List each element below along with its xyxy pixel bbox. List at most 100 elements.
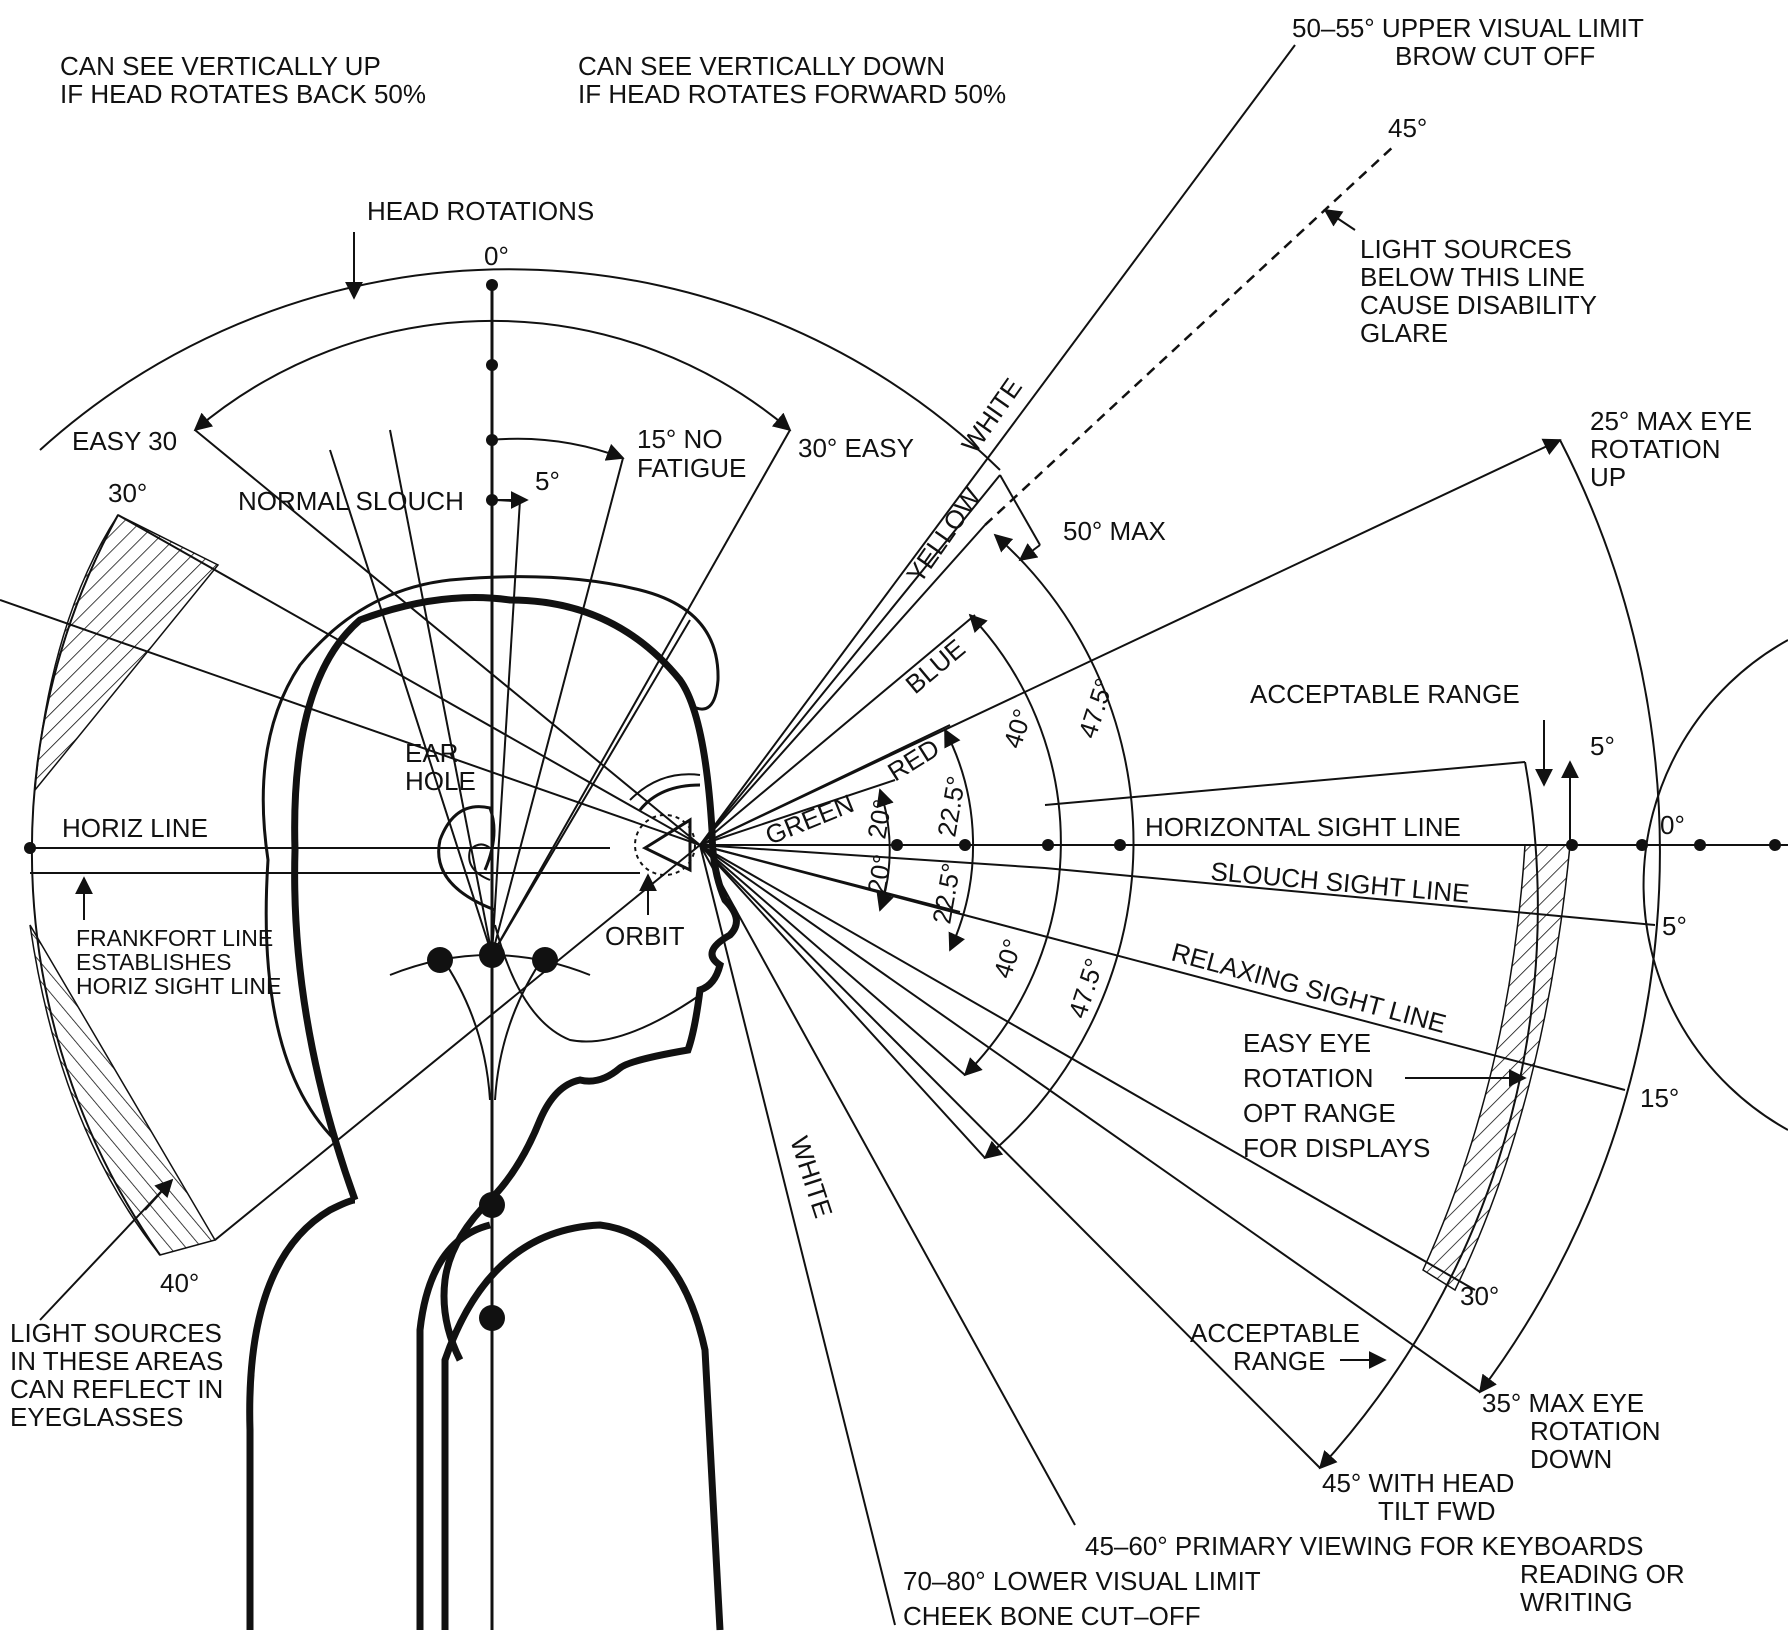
ray-white-up — [699, 474, 1001, 846]
jaw-line — [494, 924, 701, 1043]
upper-limit-tick — [999, 474, 1041, 546]
easy-eye-line-1: EASY EYE — [1243, 1028, 1371, 1058]
dot-shoulder — [479, 1192, 505, 1218]
acceptable-top: ACCEPTABLE RANGE — [1250, 679, 1520, 709]
dot-neck-center — [479, 942, 505, 968]
outer-head-arc — [39, 268, 1001, 471]
arc-20 — [876, 788, 894, 912]
head-silhouette — [246, 285, 791, 1631]
dot-h-8 — [1769, 839, 1781, 851]
deg-22-up: 22.5° — [931, 774, 971, 839]
easy30-left: EASY 30 — [72, 426, 177, 456]
torso-outline — [246, 1196, 356, 1630]
reflect-line-4: EYEGLASSES — [10, 1402, 183, 1432]
easy-eye-line-3: OPT RANGE — [1243, 1098, 1396, 1128]
dot-top-1 — [486, 359, 498, 371]
ear-label-line-2: HOLE — [405, 766, 476, 796]
max-down-line-2: ROTATION — [1530, 1416, 1660, 1446]
deg-5-up: 5° — [1590, 731, 1615, 761]
easy30-right: 30° EASY — [798, 433, 914, 463]
dot-h-1 — [891, 839, 903, 851]
ray-left-horizontal — [0, 599, 701, 846]
outer-left-arc — [30, 514, 161, 1256]
max-up-line-3: UP — [1590, 462, 1626, 492]
deg-0-right: 0° — [1660, 810, 1685, 840]
lower-limit-line-2: CHEEK BONE CUT–OFF — [903, 1601, 1201, 1631]
ray-47-down — [699, 844, 986, 1159]
reflect-line-1: LIGHT SOURCES — [10, 1318, 222, 1348]
dot-neck-left — [427, 947, 453, 973]
slouch-sight-label: SLOUCH SIGHT LINE — [1209, 856, 1470, 909]
deg-5-head: 5° — [535, 466, 560, 496]
lower-limit-line-1: 70–80° LOWER VISUAL LIMIT — [903, 1566, 1261, 1596]
frankfort-line-2: ESTABLISHES — [76, 949, 232, 975]
ear — [437, 805, 496, 912]
max-down-line-3: DOWN — [1530, 1444, 1612, 1474]
deg-20-up: 20° — [861, 797, 897, 841]
upper-limit-line-2: BROW CUT OFF — [1395, 41, 1595, 71]
no-fatigue-line-1: 15° NO — [637, 424, 723, 454]
ray-acceptable-up — [1044, 761, 1526, 806]
dot-chest — [479, 1305, 505, 1331]
blue-label: BLUE — [900, 633, 971, 700]
dot-top-3 — [486, 494, 498, 506]
ray-35-down — [699, 844, 1481, 1393]
primary-line-1: 45–60° PRIMARY VIEWING FOR KEYBOARDS — [1085, 1531, 1644, 1561]
ray-30-down — [699, 844, 1476, 1291]
head-center-ray-5 — [491, 619, 691, 956]
joint-dots — [24, 279, 1781, 1331]
dot-neck-right — [532, 947, 558, 973]
ray-upper-limit — [699, 44, 1296, 846]
green-label: GREEN — [761, 788, 858, 850]
ray-easy-30-left — [117, 514, 701, 846]
head-outline — [291, 594, 740, 1362]
ray-green — [699, 779, 896, 846]
arc-far-right — [1642, 639, 1788, 1131]
acceptable-low-1: ACCEPTABLE — [1190, 1318, 1360, 1348]
dot-top-2 — [486, 434, 498, 446]
eye — [641, 817, 692, 873]
deg-45-top: 45° — [1388, 113, 1427, 143]
dot-h-3 — [1042, 839, 1054, 851]
upper-limit-line-1: 50–55° UPPER VISUAL LIMIT — [1292, 13, 1644, 43]
white-lower: WHITE — [784, 1133, 838, 1222]
head-tilt-line-1: 45° WITH HEAD — [1322, 1468, 1514, 1498]
horiz-line-label: HORIZ LINE — [62, 813, 208, 843]
head-center-ray-6 — [389, 429, 493, 956]
eye-brow-arc — [629, 773, 701, 801]
head-center-ray-1 — [329, 449, 493, 956]
deg-40-down: 40° — [987, 935, 1028, 982]
glare-line-2: BELOW THIS LINE — [1360, 262, 1585, 292]
reflect-line-3: CAN REFLECT IN — [10, 1374, 223, 1404]
dot-h-5 — [1566, 839, 1578, 851]
primary-line-2: READING OR — [1520, 1559, 1685, 1589]
vert-up-line-1: CAN SEE VERTICALLY UP — [60, 51, 381, 81]
deg-15: 15° — [1640, 1083, 1679, 1113]
head-center-ray-2 — [491, 457, 624, 956]
ray-yellow — [699, 524, 986, 846]
vert-up-line-2: IF HEAD ROTATES BACK 50% — [60, 79, 426, 109]
ray-lower-limit — [699, 844, 896, 1626]
dot-h-2 — [959, 839, 971, 851]
vert-down-line-1: CAN SEE VERTICALLY DOWN — [578, 51, 945, 81]
easy-eye-line-2: ROTATION — [1243, 1063, 1373, 1093]
labels: CAN SEE VERTICALLY UP IF HEAD ROTATES BA… — [10, 13, 1752, 1631]
ray-left-low — [214, 844, 701, 1241]
max-up-line-1: 25° MAX EYE — [1590, 406, 1752, 436]
arc-max-eye-up — [1478, 439, 1661, 1394]
glare-line — [984, 144, 1396, 526]
max-up-line-2: ROTATION — [1590, 434, 1720, 464]
no-fatigue-line-2: FATIGUE — [637, 453, 746, 483]
deg-30-left: 30° — [108, 478, 147, 508]
reference-lines — [30, 847, 657, 920]
deg-20-down: 20° — [861, 852, 897, 896]
deg-30-down: 30° — [1460, 1281, 1499, 1311]
dot-horiz-left — [24, 842, 36, 854]
deg-0-top: 0° — [484, 241, 509, 271]
deg-40-left: 40° — [160, 1268, 199, 1298]
deg-47-up: 47.5° — [1072, 675, 1119, 742]
vert-down-line-2: IF HEAD ROTATES FORWARD 50% — [578, 79, 1006, 109]
deg-47-down: 47.5° — [1062, 955, 1109, 1022]
orbit-circle — [634, 814, 696, 876]
inner-body-arc — [441, 1221, 724, 1631]
